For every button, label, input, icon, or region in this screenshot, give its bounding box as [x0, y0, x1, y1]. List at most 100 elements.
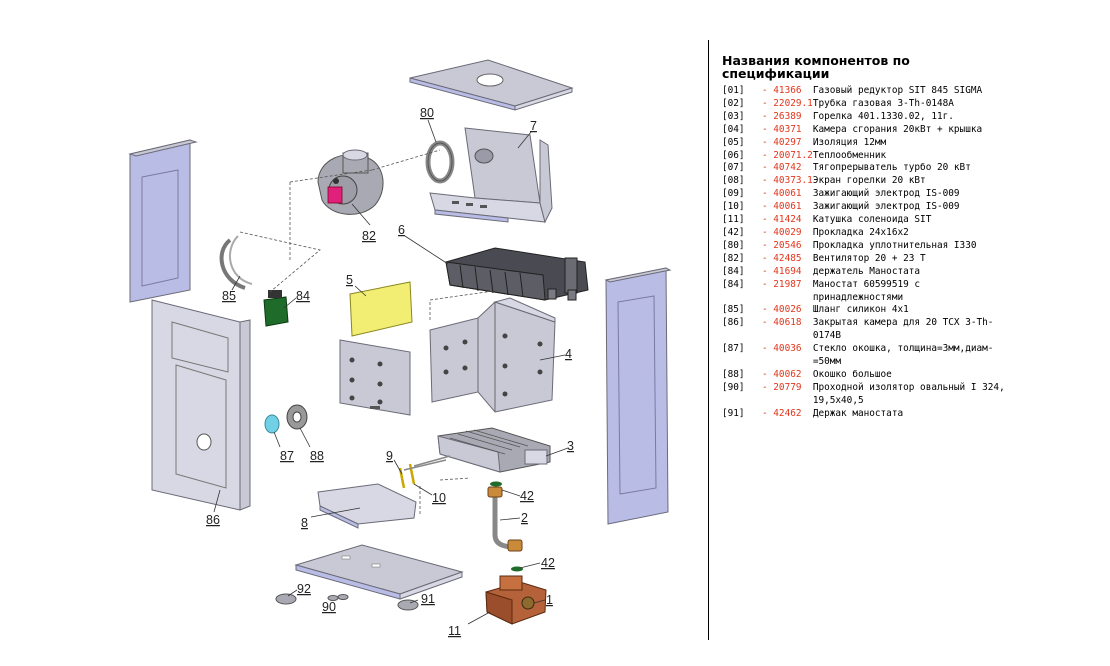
callout-5: 5: [346, 273, 353, 287]
spec-name: Трубка газовая 3-Th-0148А: [812, 97, 954, 109]
spec-position: [90]: [722, 381, 745, 393]
spec-name: Прокладка уплотнительная I330: [812, 239, 977, 251]
spec-name: Тягопрерыватель турбо 20 кВт: [812, 162, 971, 174]
spec-position: [86]: [722, 317, 745, 329]
spec-code: - 40371: [762, 123, 802, 135]
diagram-svg: 80 7 82 6 85 84 5 4 3 9 10 42 2 8 87 88 …: [128, 59, 672, 638]
spec-code: - 20071.2: [762, 149, 813, 161]
callout-8: 8: [301, 516, 308, 530]
spec-name: Маностат 60599519 с принадлежностями: [812, 278, 921, 303]
assembly-line-chamber: [429, 289, 501, 320]
assembly-line-hose: [239, 231, 321, 293]
spec-name: держатель Маностата: [812, 265, 921, 277]
callout-7: 7: [530, 119, 537, 133]
spec-code: - 41424: [762, 214, 802, 226]
spec-name: Закрытая камера для 20 TCX 3-Th-0174B: [812, 317, 994, 342]
spec-name: Окошко большое: [812, 368, 892, 380]
spec-position: [87]: [722, 343, 745, 355]
callout-90: 90: [322, 600, 336, 614]
part-88-window-ring: [286, 404, 308, 430]
callout-42-bottom: 42: [541, 556, 555, 570]
spec-row: [90] - 20779 Проходной изолятор овальный I…: [722, 382, 1013, 408]
spec-position: [85]: [722, 304, 745, 316]
spec-name: Горелка 401.1330.02, 11г.: [812, 110, 954, 122]
spec-name: Катушка соленоида SIT: [812, 214, 932, 226]
spec-row: [05] - 40297 Изоляция 12мм: [722, 137, 1013, 150]
top-cover-plate: [409, 59, 574, 111]
spec-name: Шланг силикон 4x1: [812, 304, 909, 316]
spec-code: - 41694: [762, 265, 802, 277]
spec-row: [84] - 41694 держатель Маностата: [722, 266, 1013, 279]
spec-code: - 26389: [762, 110, 802, 122]
callout-88: 88: [310, 449, 324, 463]
spec-code: - 40026: [762, 304, 802, 316]
callout-10: 10: [432, 491, 446, 505]
spec-position: [05]: [722, 136, 745, 148]
callout-91: 91: [421, 592, 435, 606]
spec-name: Зажигающий электрод IS-009: [812, 201, 960, 213]
spec-position: [11]: [722, 214, 745, 226]
right-side-panel: [604, 267, 672, 525]
spec-name: Прокладка 24x16x2: [812, 226, 909, 238]
spec-name: Газовый редуктор SIT 845 SIGMA: [812, 85, 983, 96]
spec-name: Стекло окошка, толщина=3мм,диам-=50мм: [812, 343, 994, 368]
assembly-line-burner: [419, 477, 471, 516]
part-9-10-electrodes: [398, 455, 451, 489]
callout-85: 85: [222, 289, 236, 303]
spec-code: - 40029: [762, 226, 802, 238]
part-8-burner-screen: [317, 483, 417, 529]
callout-42-top: 42: [520, 489, 534, 503]
spec-row: [86] - 40618 Закрытая камера для 20 TCX 3-…: [722, 317, 1013, 343]
part-6-heat-exchanger: [445, 247, 589, 301]
callout-82: 82: [362, 229, 376, 243]
part-7-draft-diverter: [429, 127, 553, 224]
spec-position: [06]: [722, 149, 745, 161]
spec-row: [82] - 42485 Вентилятор 20 + 23 T: [722, 253, 1013, 266]
spec-position: [42]: [722, 226, 745, 238]
exploded-parts-diagram: 80 7 82 6 85 84 5 4 3 9 10 42 2 8 87 88 …: [128, 59, 672, 638]
part-86-front-door: [151, 299, 251, 511]
spec-code: - 21987: [762, 278, 802, 290]
specification-panel: Названия компонентов по спецификации [01…: [722, 54, 1102, 421]
callout-1: 1: [546, 593, 553, 607]
callout-84: 84: [296, 289, 310, 303]
rear-insulation-panel: [339, 339, 411, 416]
part-90-insulator: [327, 594, 349, 601]
spec-position: [84]: [722, 278, 745, 290]
spec-position: [84]: [722, 265, 745, 277]
part-2-gas-pipe: [487, 481, 523, 572]
spec-name: Вентилятор 20 + 23 T: [812, 252, 926, 264]
callout-2: 2: [521, 511, 528, 525]
spec-code: - 40618: [762, 317, 802, 329]
spec-code: - 20779: [762, 381, 802, 393]
callout-3: 3: [567, 439, 574, 453]
callout-9: 9: [386, 449, 393, 463]
spec-position: [01]: [722, 85, 745, 96]
spec-row: [85] - 40026 Шланг силикон 4x1: [722, 304, 1013, 317]
spec-name: Экран горелки 20 кВт: [812, 175, 926, 187]
part-85-silicone-hose: [219, 235, 253, 290]
spec-name: Изоляция 12мм: [812, 136, 887, 148]
assembly-line-fan: [289, 149, 441, 260]
spec-row: [42] - 40029 Прокладка 24x16x2: [722, 227, 1013, 240]
spec-position: [82]: [722, 252, 745, 264]
spec-name: Камера сгорания 20кВт + крышка: [812, 123, 983, 135]
spec-name: Теплообменник: [812, 149, 887, 161]
spec-code: - 40297: [762, 136, 802, 148]
part-1-gas-valve: [485, 575, 547, 625]
spec-code: - 42485: [762, 252, 802, 264]
part-80-gasket: [425, 140, 455, 184]
part-3-burner: [437, 427, 551, 473]
spec-position: [10]: [722, 201, 745, 213]
spec-name: Проходной изолятор овальный I 324, 19,5x…: [812, 381, 1005, 406]
